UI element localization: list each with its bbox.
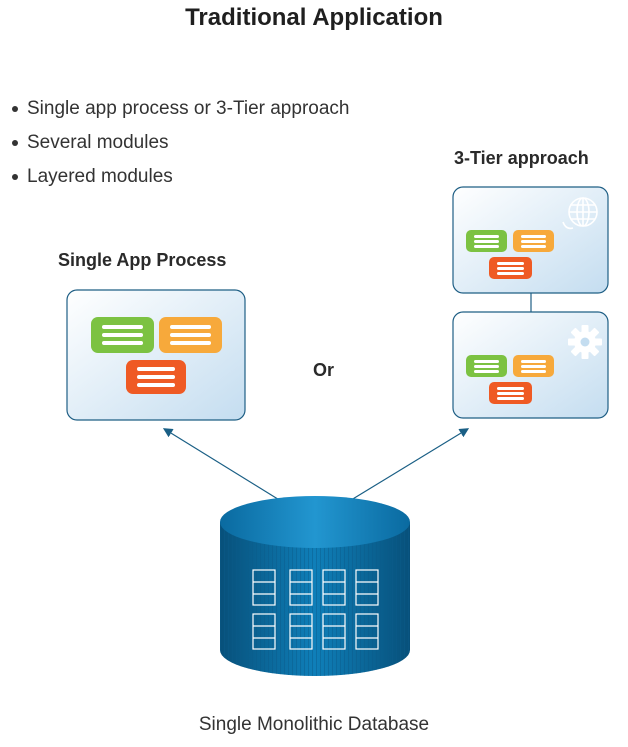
bullet-item: Layered modules [12, 160, 349, 194]
bullet-dot [12, 106, 18, 112]
bullet-dot [12, 140, 18, 146]
globe-icon [562, 197, 598, 230]
module-red [126, 360, 186, 394]
bullet-item: Several modules [12, 126, 349, 160]
module-red [489, 382, 532, 404]
gear-icon [568, 325, 602, 359]
bullet-text: Single app process or 3-Tier approach [27, 98, 350, 119]
single-app-label: Single App Process [58, 250, 227, 270]
bullet-dot [12, 174, 18, 180]
web-tier-panel [452, 186, 609, 294]
database-cylinder [220, 496, 410, 676]
module-orange [513, 230, 554, 252]
database-label: Single Monolithic Database [198, 714, 430, 735]
bullet-text: Several modules [27, 132, 169, 153]
or-label: Or [313, 360, 335, 380]
app-tier-panel [452, 311, 609, 419]
three-tier-label: 3-Tier approach [454, 148, 589, 168]
database-table-grid [252, 569, 379, 650]
single-app-panel [66, 289, 246, 421]
module-orange [159, 317, 222, 353]
module-green [466, 355, 507, 377]
bullet-list: Single app process or 3-Tier approach Se… [12, 92, 349, 194]
bullet-item: Single app process or 3-Tier approach [12, 92, 349, 126]
module-green [466, 230, 507, 252]
page-title: Traditional Application [185, 4, 443, 31]
module-red [489, 257, 532, 279]
module-orange [513, 355, 554, 377]
module-green [91, 317, 154, 353]
bullet-text: Layered modules [27, 166, 173, 187]
